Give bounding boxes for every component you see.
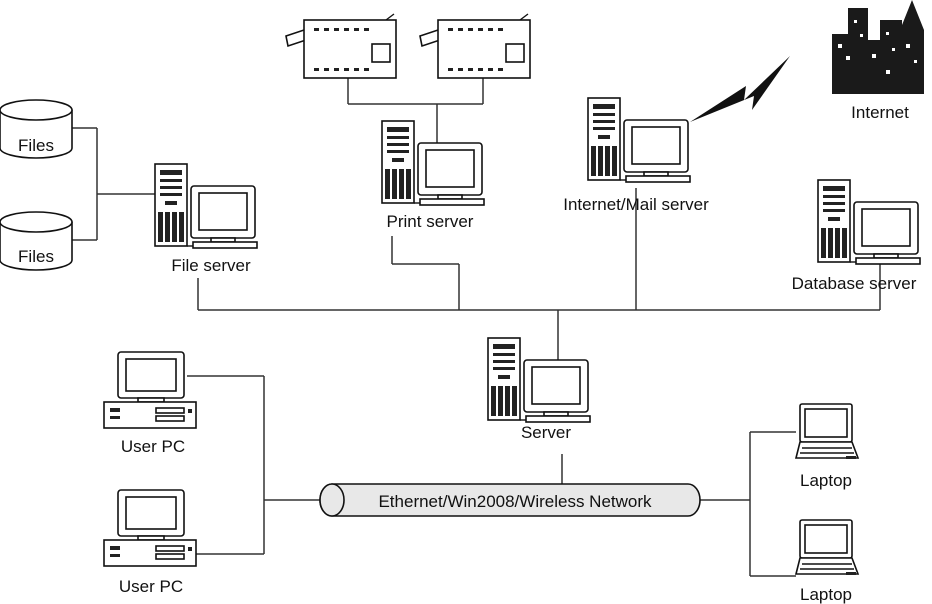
user-pc-label-1: User PC [121,437,185,456]
laptop-label-1: Laptop [800,471,852,490]
tower-computer-icon [487,337,591,423]
files-label-1: Files [18,136,54,155]
tower-computer-icon [381,120,485,206]
city-skyline-icon [832,0,924,94]
files-label-2: Files [18,247,54,266]
server-label: Server [521,423,571,442]
internet-mail-server: Internet/Mail server [563,97,709,214]
internet: Internet [832,0,924,122]
files-storage-2: Files [0,211,73,271]
internet-label: Internet [851,103,909,122]
file-server: File server [154,163,258,275]
desktop-pc-icon [103,351,197,429]
user-pc-1: User PC [103,351,197,456]
lightning-bolt-icon [690,56,790,122]
laptop-label-2: Laptop [800,585,852,604]
file-server-label: File server [171,256,251,275]
network-label: Ethernet/Win2008/Wireless Network [378,492,652,511]
tower-computer-icon [817,179,921,265]
tower-computer-icon [587,97,691,183]
database-server-label: Database server [792,274,917,293]
database-server: Database server [792,179,921,293]
internet-mail-server-label: Internet/Mail server [563,195,709,214]
laptop-1: Laptop [795,403,859,490]
user-pc-label-2: User PC [119,577,183,596]
laptop-icon [795,403,859,460]
central-server: Server [487,337,591,442]
network-wiring [72,76,881,577]
files-storage-1: Files [0,99,73,159]
print-server-label: Print server [387,212,474,231]
print-server: Print server [381,120,485,231]
network-pipe: Ethernet/Win2008/Wireless Network [319,483,701,517]
user-pc-2: User PC [103,489,197,596]
laptop-2: Laptop [795,519,859,604]
desktop-pc-icon [103,489,197,567]
laptop-icon [795,519,859,576]
printer-icon [419,13,531,79]
tower-computer-icon [154,163,258,249]
printer-icon [285,13,397,79]
